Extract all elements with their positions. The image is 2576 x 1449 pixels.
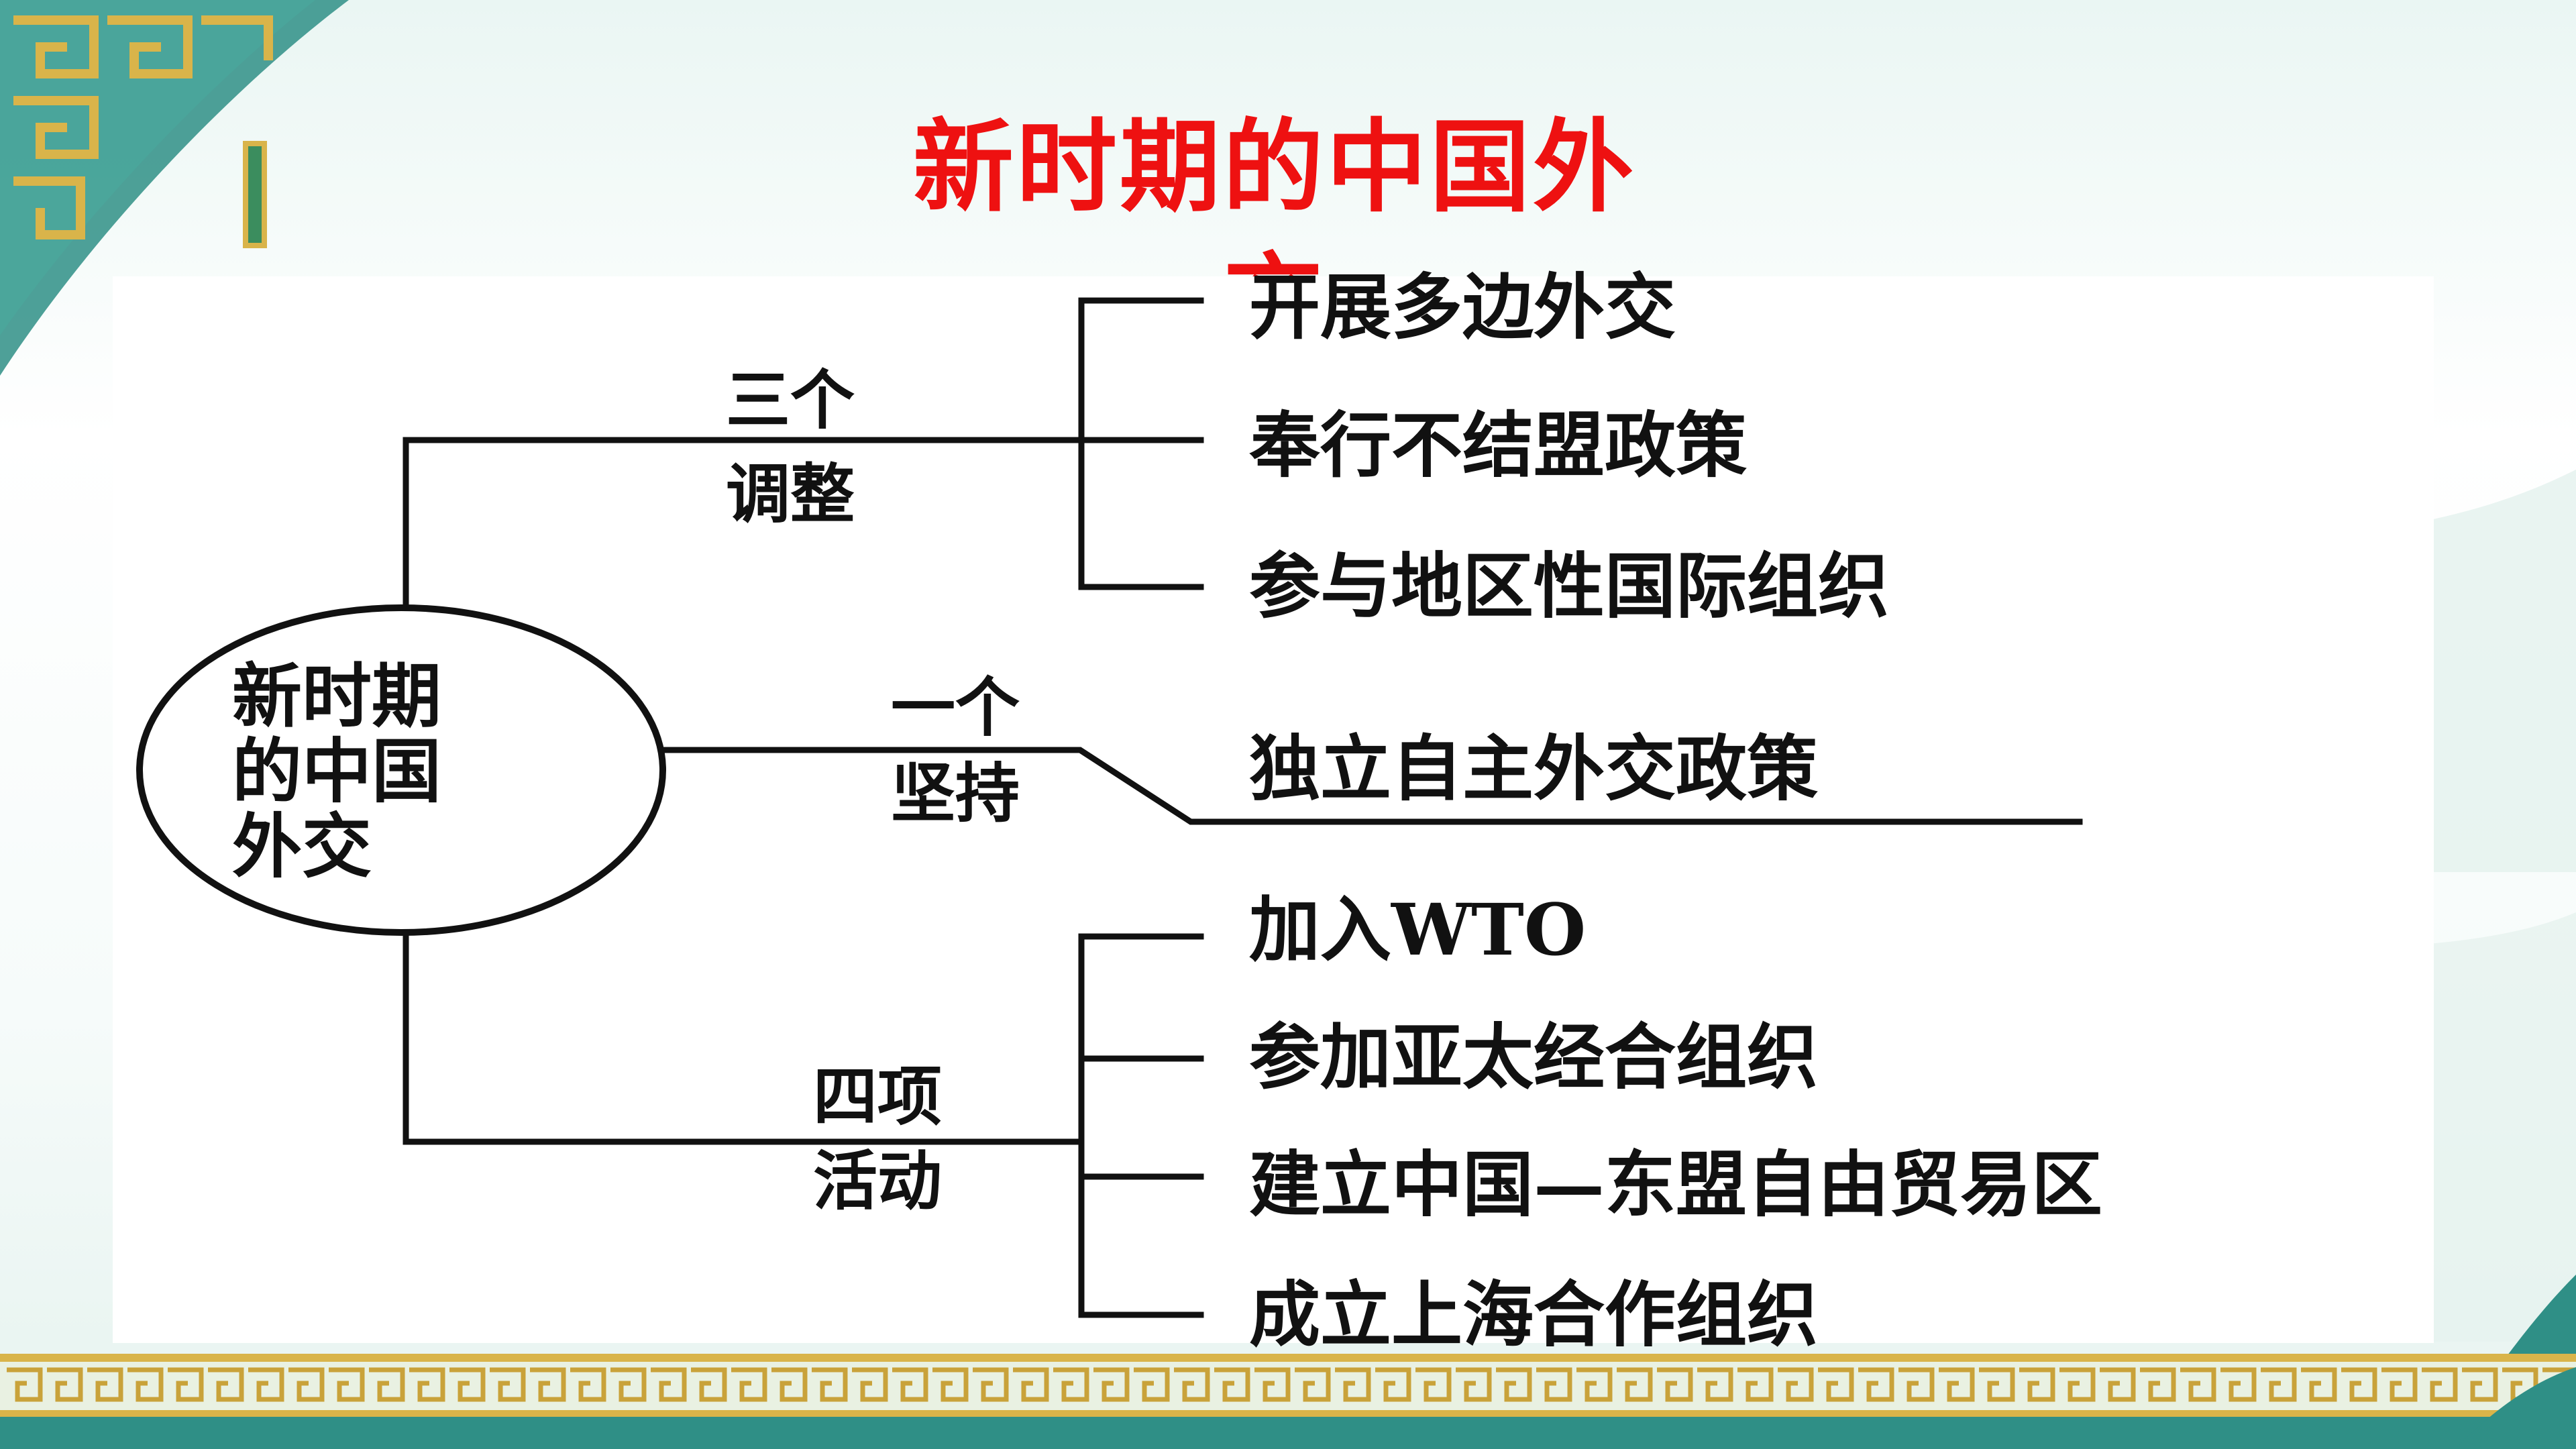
fret-ornament (13, 15, 273, 239)
branch-connector-2 (659, 747, 2083, 825)
leaf-2-1: 独立自主外交政策 (1249, 727, 1818, 810)
leaf-3-4: 成立上海合作组织 (1249, 1273, 1818, 1356)
branch-label-1-line-2: 调整 (726, 456, 855, 532)
diagram-panel (113, 276, 2434, 1343)
leaf-ticks-3 (1078, 933, 1204, 1318)
center-node-line-3: 外交 (232, 805, 372, 888)
branch-label-3-line-1: 四项 (813, 1059, 942, 1134)
branch-label-2-line-1: 一个 (891, 669, 1020, 745)
leaf-1-1: 开展多边外交 (1249, 265, 1676, 349)
branch-label-1-line-1: 三个 (726, 362, 855, 438)
leaf-1-2: 奉行不结盟政策 (1249, 403, 1747, 487)
branch-connector-3 (402, 929, 1085, 1145)
bottom-fret-border (0, 1354, 2576, 1449)
center-ellipse (136, 604, 666, 936)
leaf-1-3: 参与地区性国际组织 (1249, 544, 1889, 628)
leaf-3-2: 参加亚太经合组织 (1249, 1015, 1818, 1099)
branch-label-2-line-2: 坚持 (891, 755, 1020, 831)
branch-connector-1 (402, 437, 1085, 611)
center-node-line-2: 的中国 (232, 730, 442, 812)
leaf-3-3: 建立中国—东盟自由贸易区 (1249, 1142, 2102, 1226)
leaf-ticks-1 (1078, 297, 1204, 590)
branch-label-3-line-2: 活动 (813, 1143, 942, 1219)
leaf-3-1: 加入WTO (1249, 888, 1587, 971)
center-node-line-1: 新时期 (232, 655, 442, 737)
